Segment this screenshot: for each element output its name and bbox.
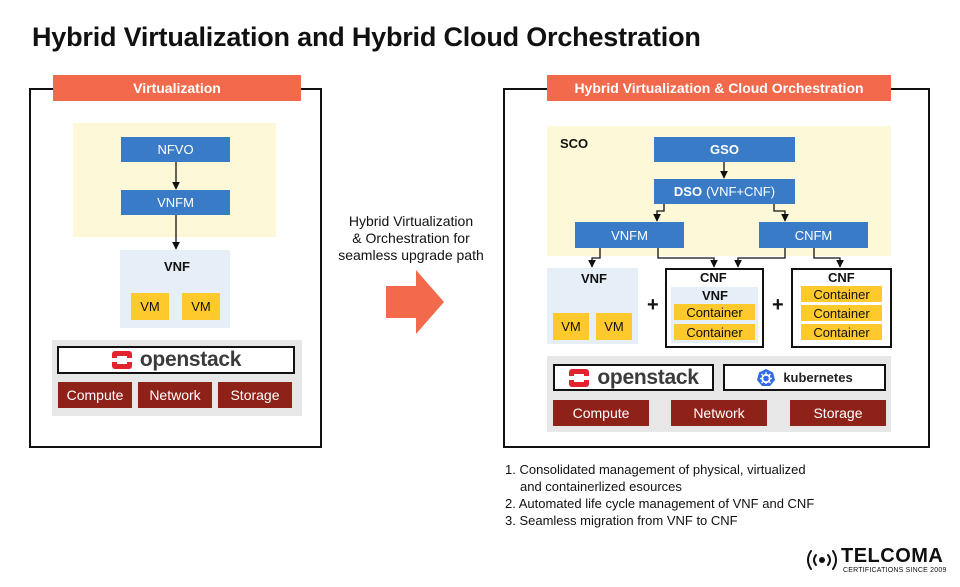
network-box: Network	[138, 382, 212, 408]
container-box: Container	[801, 324, 882, 340]
benefit-item: 1. Consolidated management of physical, …	[505, 462, 806, 477]
dso-scope: (VNF+CNF)	[706, 184, 776, 199]
kubernetes-wheel-icon	[757, 368, 776, 386]
sco-label: SCO	[560, 136, 589, 151]
compute-box: Compute	[58, 382, 132, 408]
caption-line: seamless upgrade path	[338, 247, 484, 263]
vnfm-box: VNFM	[121, 190, 230, 215]
benefits-list: 1. Consolidated management of physical, …	[505, 461, 925, 529]
storage-box: Storage	[790, 400, 886, 426]
caption-line: Hybrid Virtualization	[348, 213, 474, 229]
dso-box: DSO (VNF+CNF)	[654, 179, 795, 204]
brand-name: TELCOMA	[841, 545, 944, 567]
virtualization-banner: Virtualization	[53, 75, 301, 101]
gso-box: GSO	[654, 137, 795, 162]
vnf-label: VNF	[164, 259, 190, 274]
page-title: Hybrid Virtualization and Hybrid Cloud O…	[32, 22, 701, 52]
plus-sign: +	[772, 294, 784, 316]
vm-box: VM	[182, 293, 220, 320]
brand-tagline: CERTIFICATIONS SINCE 2009	[843, 567, 947, 574]
transition-caption: Hybrid Virtualization & Orchestration fo…	[326, 213, 496, 264]
benefit-item-continued: and containerlized esources	[520, 479, 682, 494]
kubernetes-wordmark: kubernetes	[783, 370, 853, 385]
benefit-item: 2. Automated life cycle management of VN…	[505, 496, 815, 511]
container-box: Container	[674, 324, 755, 340]
caption-line: & Orchestration for	[352, 230, 470, 246]
storage-box: Storage	[218, 382, 292, 408]
telcoma-logo: TELCOMA CERTIFICATIONS SINCE 2009	[804, 545, 946, 579]
vnfm-box: VNFM	[575, 222, 684, 248]
benefit-item: 3. Seamless migration from VNF to CNF	[505, 513, 738, 528]
cnf-label: CNF	[700, 270, 727, 285]
openstack-logo: openstack	[553, 364, 714, 391]
plus-sign: +	[647, 294, 659, 316]
openstack-logo-icon	[111, 351, 132, 369]
network-box: Network	[671, 400, 767, 426]
cnfm-box: CNFM	[759, 222, 868, 248]
vnf-label: VNF	[702, 288, 728, 303]
vm-box: VM	[596, 313, 632, 340]
container-box: Container	[801, 286, 882, 302]
openstack-logo-icon	[569, 368, 590, 387]
cnf-label: CNF	[828, 270, 855, 285]
openstack-wordmark: openstack	[597, 365, 699, 389]
container-box: Container	[674, 304, 755, 320]
nfvo-box: NFVO	[121, 137, 230, 162]
openstack-wordmark: openstack	[139, 348, 242, 371]
signal-waves-icon	[807, 550, 837, 570]
compute-box: Compute	[553, 400, 649, 426]
vm-box: VM	[131, 293, 169, 320]
dso-label: DSO	[673, 184, 703, 199]
vnf-label: VNF	[581, 271, 607, 286]
container-box: Container	[801, 305, 882, 321]
openstack-logo: openstack	[57, 346, 295, 374]
vm-box: VM	[553, 313, 589, 340]
hybrid-banner: Hybrid Virtualization & Cloud Orchestrat…	[547, 75, 891, 101]
right-arrow-icon	[386, 270, 444, 334]
kubernetes-logo: kubernetes	[723, 364, 886, 391]
